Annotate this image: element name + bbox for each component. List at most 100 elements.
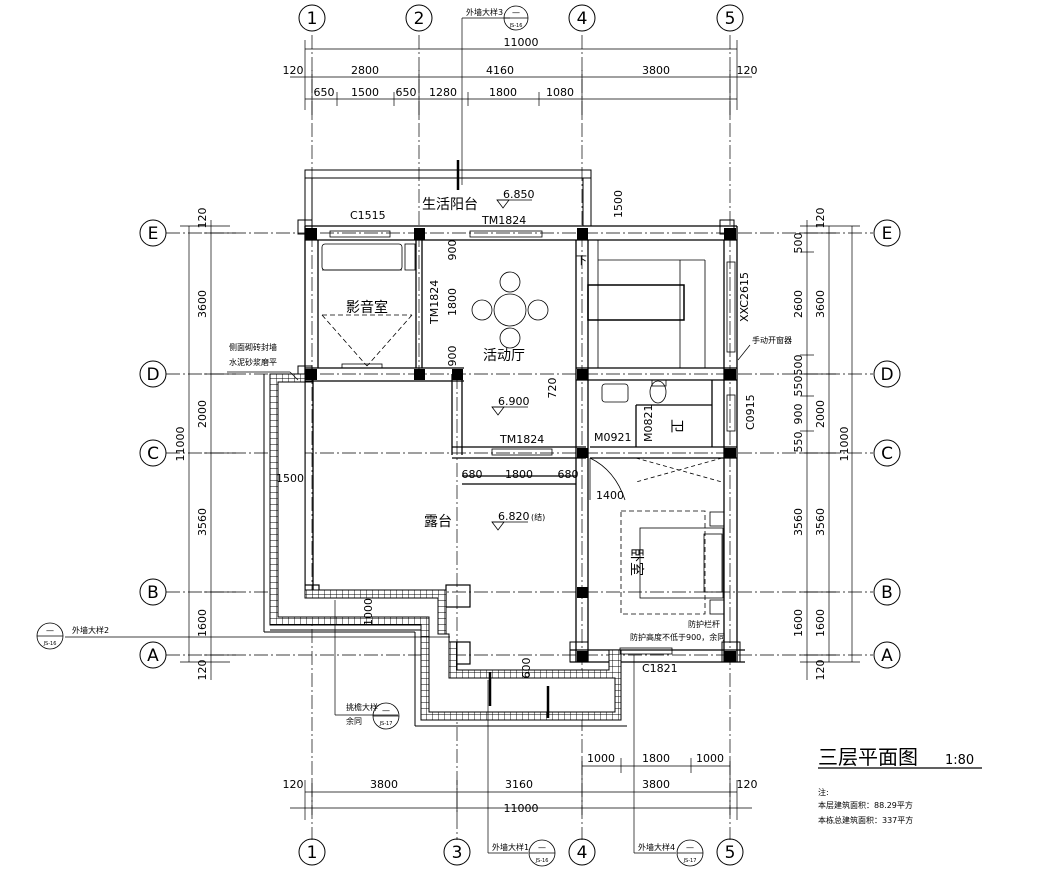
dim-top-650a: 650 — [314, 86, 335, 99]
axis-right-A: A — [881, 646, 893, 666]
right-dimensions — [800, 220, 860, 680]
level-balcony: 6.850 — [503, 188, 535, 201]
dim-bottom-3800b: 3800 — [642, 778, 670, 791]
room-activity: 活动厅 — [483, 348, 525, 364]
dim-top-1500: 1500 — [351, 86, 379, 99]
door-tm1824-top: TM1824 — [481, 214, 526, 227]
furniture — [321, 243, 725, 615]
axis-right-D: D — [880, 365, 893, 385]
leader-lines — [65, 17, 982, 854]
level-terrace-note: (结) — [531, 512, 545, 522]
notes-head: 注: — [818, 787, 829, 797]
axis-labels: 1 2 4 5 1 3 4 5 E D C B A E D C B A — [146, 9, 893, 863]
terrace-parapet — [263, 373, 627, 727]
axis-top-4: 4 — [577, 9, 588, 29]
dim-top-1800: 1800 — [489, 86, 517, 99]
note-ext-wall-1: 外墙大样1 — [492, 842, 529, 852]
dim-hall-900a: 900 — [446, 240, 459, 261]
dim-top-1280: 1280 — [429, 86, 457, 99]
dim-right-3560b: 3560 — [814, 508, 827, 536]
top-dimension-text: 11000 120 2800 4160 3800 120 650 1500 65… — [283, 36, 758, 99]
dim-left-3560: 3560 — [196, 508, 209, 536]
drawing-scale: 1:80 — [945, 753, 974, 768]
dim-right-2600: 2600 — [792, 290, 805, 318]
dim-left-120b: 120 — [196, 660, 209, 681]
dim-680b: 680 — [558, 468, 579, 481]
columns — [294, 219, 741, 665]
axis-left-B: B — [147, 583, 159, 603]
dim-1800b: 1800 — [505, 468, 533, 481]
note-rail-height: 防护高度不低于900，余同 — [630, 632, 725, 642]
left-dimensions — [180, 220, 236, 680]
axis-right-E: E — [882, 224, 893, 244]
level-terrace: 6.820 — [498, 510, 530, 523]
dim-bottom-1000a: 1000 — [587, 752, 615, 765]
dim-right-550a: 550 — [792, 376, 805, 397]
note-parapet-1: 侧面砌砖封墙 — [229, 342, 277, 352]
dim-right-120a: 120 — [814, 208, 827, 229]
notes-line1: 本层建筑面积：88.29平方 — [818, 800, 913, 810]
note-parapet-2: 水泥砂浆磨平 — [229, 357, 277, 367]
opening-labels: C1515 TM1824 TM1824 TM1824 XXC2615 C0915… — [350, 209, 757, 675]
dim-680a: 680 — [462, 468, 483, 481]
dim-bottom-1800: 1800 — [642, 752, 670, 765]
level-hall: 6.900 — [498, 395, 530, 408]
title-block: 三层平面图 1:80 注: 本层建筑面积：88.29平方 本栋总建筑面积：337… — [818, 745, 974, 825]
stair-down: 下 — [576, 254, 587, 267]
dim-top-3800: 3800 — [642, 64, 670, 77]
dim-720: 720 — [546, 378, 559, 399]
right-dimension-text: 120 500 2600 500 550 900 550 3560 1600 1… — [792, 208, 851, 681]
dim-left-total: 11000 — [174, 427, 187, 462]
axis-left-E: E — [148, 224, 159, 244]
bottom-dimensions — [290, 758, 752, 820]
dim-balcony-1500: 1500 — [612, 190, 625, 218]
drawing-title: 三层平面图 — [818, 745, 918, 769]
dim-top-120b: 120 — [737, 64, 758, 77]
dim-600: 600 — [520, 658, 533, 679]
dim-bottom-3800a: 3800 — [370, 778, 398, 791]
top-dimensions — [290, 40, 752, 118]
axis-top-1: 1 — [307, 9, 318, 29]
door-tm1824-side: TM1824 — [428, 280, 441, 325]
dim-right-1600a: 1600 — [792, 609, 805, 637]
note-eave-same: 余同 — [346, 716, 362, 726]
level-markers — [488, 199, 550, 718]
note-rail: 防护栏杆 — [688, 619, 720, 629]
window-xxc2615: XXC2615 — [738, 272, 751, 322]
window-c0915: C0915 — [744, 394, 757, 430]
axis-bubbles — [139, 4, 901, 866]
dim-right-900: 900 — [792, 404, 805, 425]
ref4-bottom: JS-17 — [683, 858, 697, 864]
axis-left-C: C — [147, 444, 159, 464]
dim-bottom-120b: 120 — [737, 778, 758, 791]
bottom-dimension-text: 1000 1800 1000 120 3800 3160 3800 120 11… — [283, 752, 758, 815]
dim-right-3560a: 3560 — [792, 508, 805, 536]
note-ext-wall-3: 外墙大样3 — [466, 7, 503, 17]
axis-left-A: A — [147, 646, 159, 666]
dim-1500b: 1500 — [276, 472, 304, 485]
dim-right-120b: 120 — [814, 660, 827, 681]
ref3-bottom: JS-16 — [509, 23, 523, 29]
level-text: 6.850 6.900 6.820 (结) — [498, 188, 545, 523]
detail-reference-text: — JS-16 — JS-16 — JS-17 — JS-16 — JS-17 — [43, 8, 697, 864]
window-c1515: C1515 — [350, 209, 386, 222]
door-m0821: M0821 — [642, 405, 655, 443]
detail-reference-symbols — [36, 5, 704, 867]
dim-right-500b: 500 — [792, 355, 805, 376]
axis-top-5: 5 — [725, 9, 736, 29]
balcony-walls — [304, 160, 592, 226]
dim-left-3600: 3600 — [196, 290, 209, 318]
note-ext-wall-2: 外墙大样2 — [72, 625, 109, 635]
note-eave: 挑檐大样 — [346, 702, 378, 712]
note-ext-wall-4: 外墙大样4 — [638, 842, 675, 852]
axis-bottom-1: 1 — [307, 843, 318, 863]
dim-left-2000: 2000 — [196, 400, 209, 428]
dim-bottom-1000b: 1000 — [696, 752, 724, 765]
ref1-bottom: JS-16 — [535, 858, 549, 864]
axis-bottom-5: 5 — [725, 843, 736, 863]
dim-hall-900b: 900 — [446, 346, 459, 367]
stair — [587, 240, 706, 368]
room-balcony: 生活阳台 — [422, 197, 478, 213]
dim-1000: 1000 — [362, 598, 375, 626]
